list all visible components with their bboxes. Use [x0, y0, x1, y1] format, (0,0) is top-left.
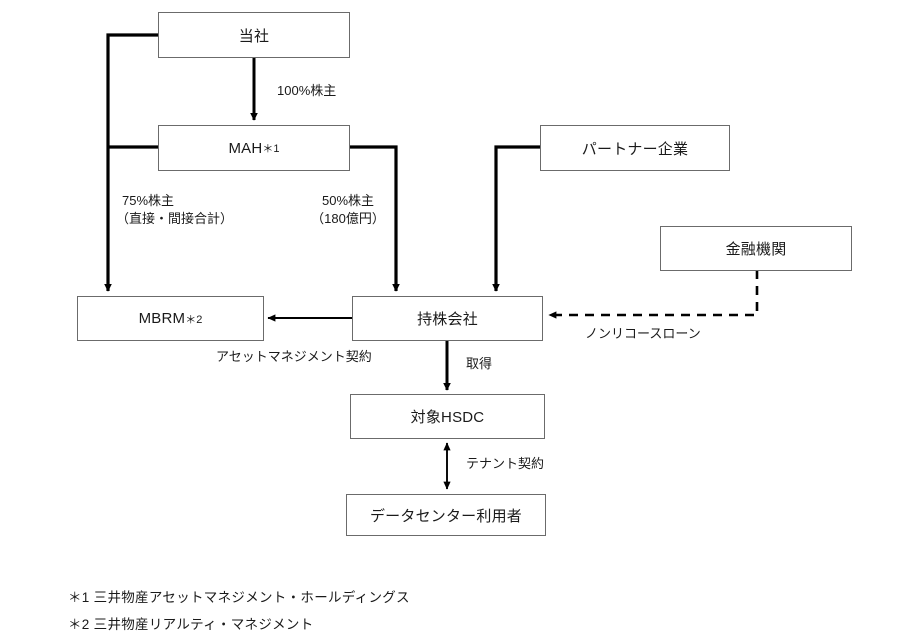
edge-label-100-percent-text: 100%株主	[277, 83, 337, 98]
edge-label-non-recourse-loan-text: ノンリコースローン	[585, 326, 701, 341]
footnote-2-text: ＊2 三井物産リアルティ・マネジメント	[68, 617, 314, 632]
edge-label-50-percent-line2: （180億円）	[311, 210, 385, 226]
node-holdco[interactable]: 持株会社	[352, 296, 543, 341]
node-tenant[interactable]: データセンター利用者	[346, 494, 546, 536]
edge-label-75-percent-line2: （直接・間接合計）	[116, 210, 234, 226]
footnote-2: ＊2 三井物産リアルティ・マネジメント	[68, 613, 314, 633]
footnote-1: ＊1 三井物産アセットマネジメント・ホールディングス	[68, 586, 410, 606]
node-tousha-label: 当社	[238, 27, 270, 45]
node-tousha[interactable]: 当社	[158, 12, 350, 58]
edge-label-tenant-contract-text: テナント契約	[466, 456, 545, 471]
node-partner-label: パートナー企業	[581, 140, 689, 158]
footnote-1-text: ＊1 三井物産アセットマネジメント・ホールディングス	[68, 590, 410, 605]
node-mah[interactable]: MAH＊1	[158, 125, 350, 171]
node-hsdc[interactable]: 対象HSDC	[350, 394, 545, 439]
node-bank-label: 金融機関	[725, 241, 787, 258]
edge-label-non-recourse-loan: ノンリコースローン	[585, 325, 701, 343]
edge-label-acquisition: 取得	[466, 355, 492, 373]
node-mbrm-label: MBRM	[138, 310, 186, 327]
edge-label-100-percent: 100%株主	[277, 82, 336, 100]
node-mbrm-footnote-marker: ＊2	[185, 313, 203, 326]
node-holdco-label: 持株会社	[417, 311, 478, 328]
node-mah-footnote-marker: ＊1	[262, 143, 280, 155]
edge-partner-to-holdco	[492, 145, 540, 292]
node-tenant-label: データセンター利用者	[369, 507, 522, 525]
edge-label-50-percent: 50%株主 （180億円）	[305, 192, 391, 227]
edge-bank-to-holdco-loan	[548, 270, 759, 319]
node-bank[interactable]: 金融機関	[660, 226, 852, 271]
edge-label-asset-management-contract: アセットマネジメント契約	[216, 348, 372, 366]
edge-label-tenant-contract: テナント契約	[466, 455, 544, 473]
edge-tousha-mah-to-mbrm	[104, 33, 158, 292]
edge-label-acquisition-text: 取得	[466, 356, 493, 371]
edge-label-50-percent-line1: 50%株主	[321, 193, 375, 208]
node-mbrm[interactable]: MBRM＊2	[77, 296, 264, 341]
edge-label-asset-management-contract-text: アセットマネジメント契約	[216, 349, 372, 364]
node-hsdc-label: 対象HSDC	[410, 409, 485, 426]
node-partner[interactable]: パートナー企業	[540, 125, 730, 171]
edge-label-75-percent: 75%株主 （直接・間接合計）	[116, 192, 233, 227]
edge-label-75-percent-line1: 75%株主	[122, 193, 175, 208]
node-mah-label: MAH	[228, 139, 263, 157]
